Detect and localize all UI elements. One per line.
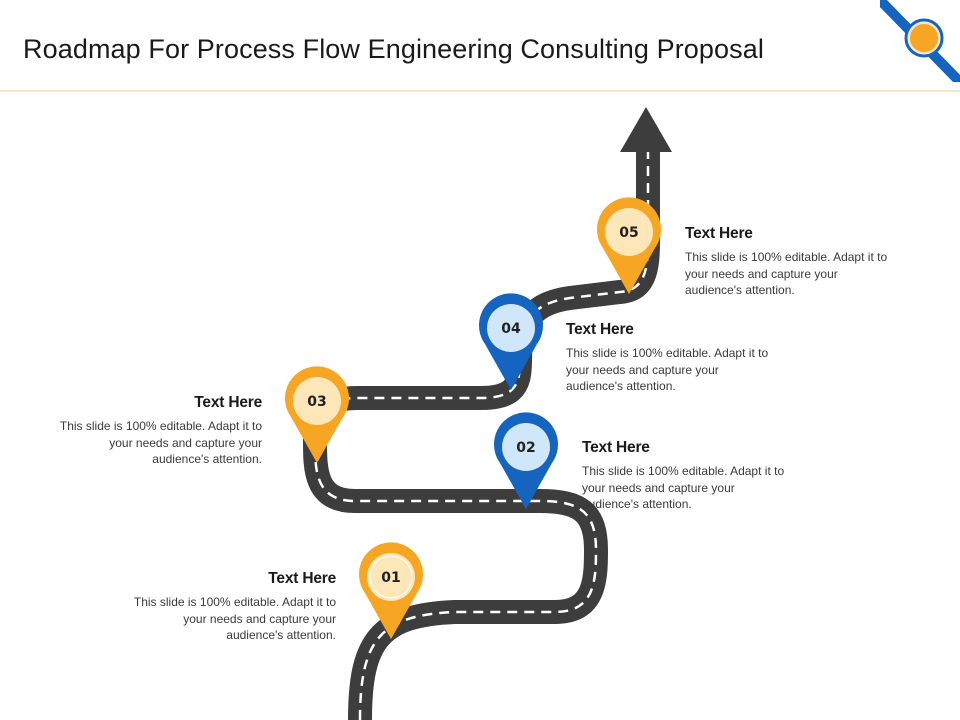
road-center-line	[313, 150, 650, 720]
step-02-heading: Text Here	[582, 439, 650, 456]
corner-decoration-icon	[880, 0, 960, 82]
pin-04-icon: 04	[479, 293, 543, 390]
pin-number-03: 03	[307, 394, 326, 410]
road-arrow-head-icon	[620, 107, 672, 152]
pin-05-icon: 05	[597, 197, 661, 294]
pin-number-02: 02	[516, 440, 535, 456]
step-05-heading: Text Here	[685, 225, 753, 242]
step-03-text: Text Here This slide is 100% editable. A…	[52, 394, 262, 468]
pin-03-icon: 03	[285, 366, 349, 463]
title-divider	[0, 90, 960, 92]
pin-01-icon: 01	[359, 542, 423, 639]
step-03-heading: Text Here	[194, 394, 262, 411]
pin-number-05: 05	[619, 225, 638, 241]
step-02-text: Text Here This slide is 100% editable. A…	[582, 439, 787, 513]
step-02-body: This slide is 100% editable. Adapt it to…	[582, 464, 785, 511]
step-05-text: Text Here This slide is 100% editable. A…	[685, 225, 890, 299]
step-04-text: Text Here This slide is 100% editable. A…	[566, 321, 771, 395]
pin-number-01: 01	[381, 570, 400, 586]
page-title: Roadmap For Process Flow Engineering Con…	[23, 34, 764, 64]
step-01-heading: Text Here	[268, 570, 336, 587]
step-05-body: This slide is 100% editable. Adapt it to…	[685, 250, 888, 297]
step-03-body: This slide is 100% editable. Adapt it to…	[59, 419, 262, 466]
pin-02-icon: 02	[494, 412, 558, 509]
pin-number-04: 04	[501, 321, 521, 337]
step-04-heading: Text Here	[566, 321, 634, 338]
step-01-body: This slide is 100% editable. Adapt it to…	[133, 595, 336, 642]
step-04-body: This slide is 100% editable. Adapt it to…	[566, 346, 769, 393]
step-01-text: Text Here This slide is 100% editable. A…	[126, 570, 336, 644]
